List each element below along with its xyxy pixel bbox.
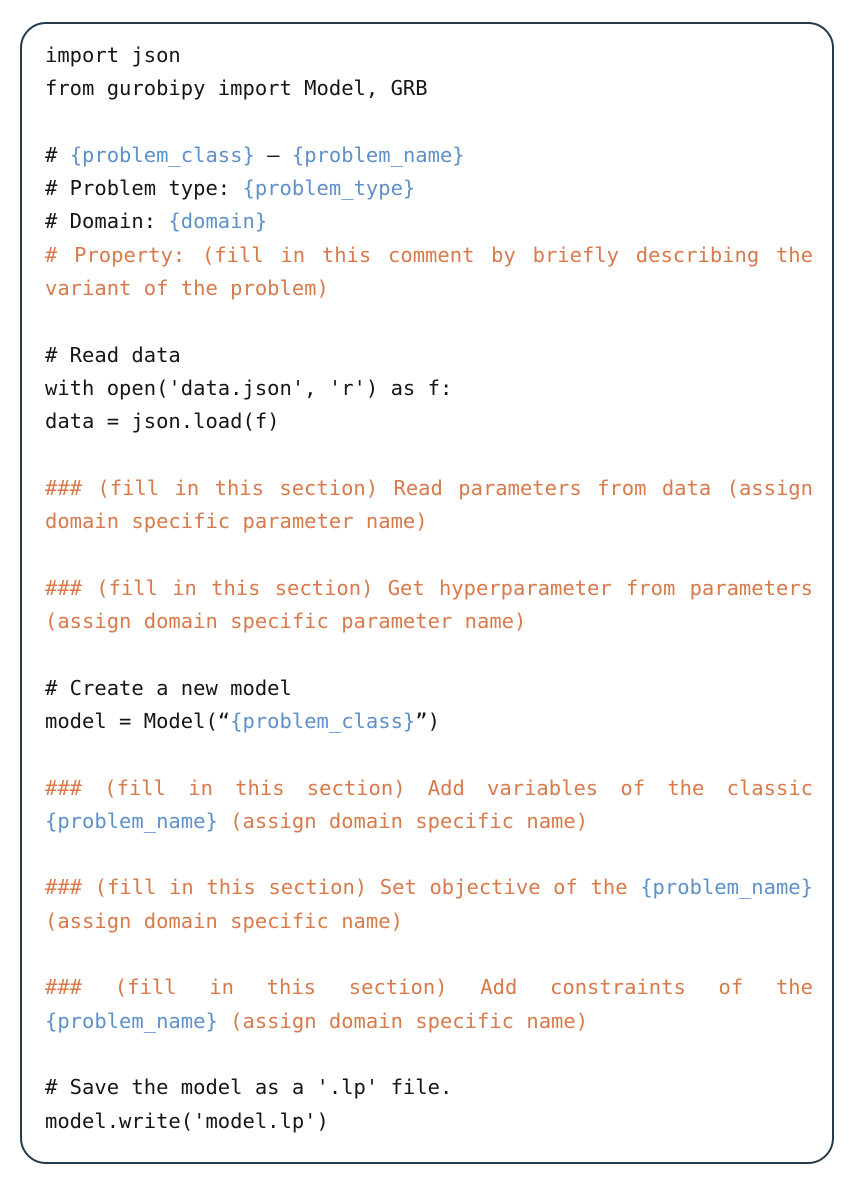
code-line: # Problem type: {problem_type}	[45, 172, 813, 205]
code-token-comment: ### (fill in this section) Set objective…	[45, 875, 641, 900]
code-token-comment: variant of the problem)	[45, 276, 329, 301]
code-token-code: import json	[45, 43, 181, 67]
code-line: # Read data	[45, 339, 813, 372]
code-token-code: with open('data.json', 'r') as f:	[45, 375, 453, 400]
code-line: ### (fill in this section) Get hyperpara…	[45, 572, 813, 605]
code-line: ### (fill in this section) Add constrain…	[45, 971, 813, 1004]
code-token-code: # Problem type:	[45, 176, 243, 201]
code-token-code: model.write('model.lp')	[45, 1108, 329, 1133]
code-line-blank	[45, 538, 813, 571]
code-line: # Property: (fill in this comment by bri…	[45, 239, 813, 272]
code-token-comment: # Property: (fill in this comment by bri…	[45, 242, 813, 267]
code-token-code: # Save the model as a '.lp' file.	[45, 1075, 453, 1100]
code-line: variant of the problem)	[45, 272, 813, 305]
code-line: import json	[45, 39, 813, 72]
code-token-code: from gurobipy import Model, GRB	[45, 76, 428, 101]
code-line: (assign domain specific parameter name)	[45, 605, 813, 638]
code-token-placeholder: {problem_type}	[242, 176, 416, 201]
code-token-code: # Read data	[45, 342, 181, 367]
code-token-comment: (assign domain specific parameter name)	[45, 609, 527, 634]
code-token-code: data = json.load(f)	[45, 409, 280, 434]
code-line: # Save the model as a '.lp' file.	[45, 1071, 813, 1104]
code-line: data = json.load(f)	[45, 405, 813, 438]
code-token-comment: ### (fill in this section) Add variables…	[45, 775, 813, 800]
code-line: ### (fill in this section) Set objective…	[45, 871, 813, 904]
code-line: domain specific parameter name)	[45, 505, 813, 538]
code-token-comment: (assign domain specific name)	[45, 908, 403, 933]
code-token-placeholder: {problem_class}	[230, 708, 416, 733]
code-line-blank	[45, 838, 813, 871]
code-token-comment: domain specific parameter name)	[45, 509, 428, 534]
code-token-code: # Domain:	[45, 209, 169, 234]
code-line-blank	[45, 439, 813, 472]
code-card: import json from gurobipy import Model, G…	[20, 22, 834, 1164]
code-block: import json from gurobipy import Model, G…	[45, 39, 813, 1138]
code-token-placeholder: {problem_name}	[45, 808, 218, 833]
code-token-comment: (assign domain specific name)	[217, 1008, 589, 1033]
code-token-placeholder: {domain}	[168, 209, 268, 234]
code-token-placeholder: {problem_name}	[640, 875, 813, 900]
code-token-comment: (assign domain specific name)	[217, 808, 589, 833]
code-line-blank	[45, 938, 813, 971]
code-token-placeholder: {problem_name}	[45, 1008, 218, 1033]
code-line: # {problem_class} — {problem_name}	[45, 139, 813, 172]
code-token-code: # Create a new model	[45, 675, 292, 700]
code-line: from gurobipy import Model, GRB	[45, 72, 813, 105]
code-line: # Create a new model	[45, 672, 813, 705]
code-token-placeholder: {problem_class}	[69, 142, 255, 167]
code-line-blank	[45, 1038, 813, 1071]
code-line: {problem_name} (assign domain specific n…	[45, 805, 813, 838]
code-token-comment: ### (fill in this section) Add constrain…	[45, 975, 813, 1000]
code-line: (assign domain specific name)	[45, 905, 813, 938]
code-token-code: ”)	[415, 708, 440, 733]
code-line: model.write('model.lp')	[45, 1105, 813, 1138]
code-line-blank	[45, 305, 813, 338]
code-token-code: model = Model(“	[45, 708, 231, 733]
code-line-blank	[45, 638, 813, 671]
code-token-comment: ### (fill in this section) Read paramete…	[45, 475, 813, 500]
code-token-code: #	[45, 142, 70, 167]
code-line: ### (fill in this section) Add variables…	[45, 772, 813, 805]
code-line: # Domain: {domain}	[45, 205, 813, 238]
code-token-placeholder: {problem_name}	[291, 142, 465, 167]
code-line: {problem_name} (assign domain specific n…	[45, 1005, 813, 1038]
code-line-blank	[45, 106, 813, 139]
code-line: model = Model(“{problem_class}”)	[45, 705, 813, 738]
code-line-blank	[45, 738, 813, 771]
code-line: ### (fill in this section) Read paramete…	[45, 472, 813, 505]
code-token-code: —	[254, 142, 292, 167]
code-line: with open('data.json', 'r') as f:	[45, 372, 813, 405]
code-token-comment: ### (fill in this section) Get hyperpara…	[45, 575, 813, 600]
